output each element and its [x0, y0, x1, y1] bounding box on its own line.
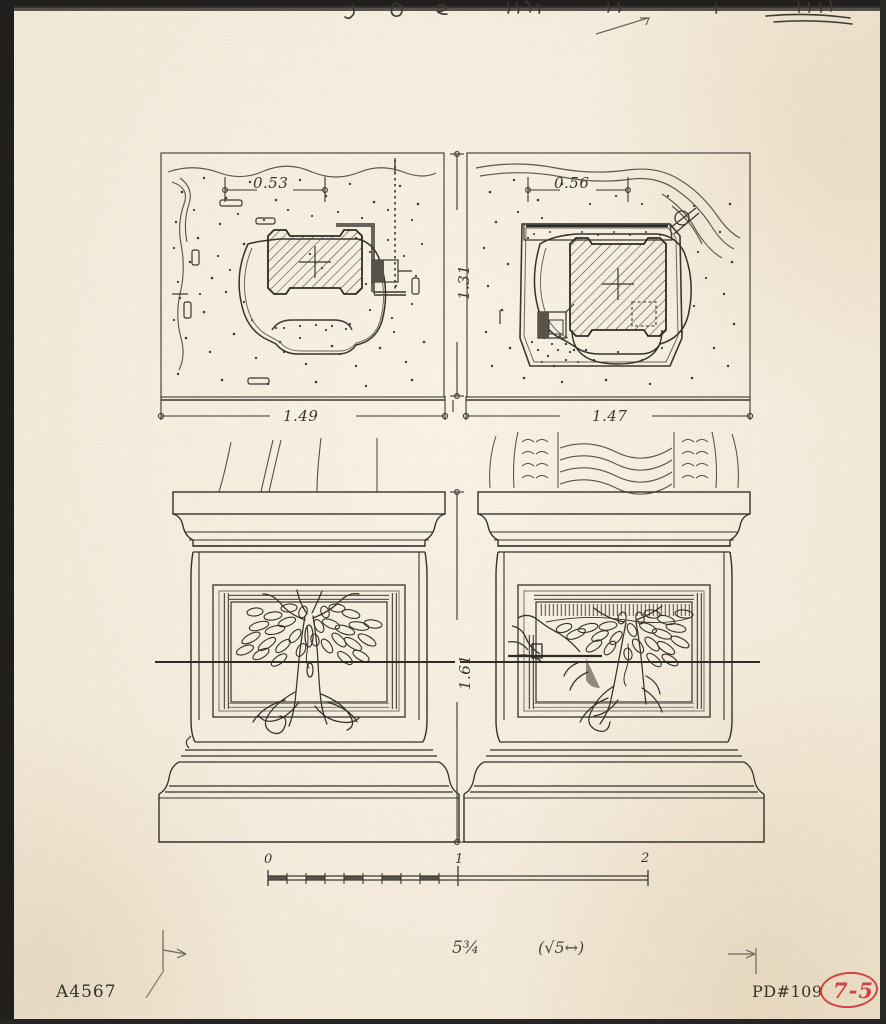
scale-tick-0: 0 [264, 852, 273, 867]
scan-edge-right [880, 0, 886, 1024]
catalog-number: A4567 [56, 982, 117, 1002]
plate-stamp-text: 7-5 [833, 978, 874, 1003]
elevations-height-dimension-label: 1.61 [456, 654, 474, 690]
elevation-left [155, 437, 460, 843]
scan-edge-top-inner [14, 6, 886, 11]
pencil-slash-mark [145, 969, 165, 999]
scale-tick-1: 1 [455, 852, 464, 867]
cropped-pencil-stroke-top-right [595, 17, 650, 35]
scale-bar [267, 866, 649, 886]
pencil-side-note: (√5↔) [538, 938, 585, 957]
scan-edge-left [0, 0, 14, 1024]
plan-right-top-dimension: 0.56 [554, 174, 590, 192]
elevations-height-dimension-line [450, 489, 464, 845]
registration-mark-right [728, 948, 757, 974]
plans-height-dimension-line [450, 151, 464, 399]
pencil-fraction-note: 5¾ [452, 938, 480, 958]
cropped-marginalia-top [344, 0, 853, 25]
scale-tick-2: 2 [641, 851, 650, 866]
elevation-right [460, 431, 765, 843]
registration-mark-left [162, 930, 187, 970]
plan-left-width-dimension: 1.49 [283, 407, 319, 425]
scan-edge-bottom [0, 1019, 886, 1024]
plan-right-width-dimension: 1.47 [592, 407, 628, 425]
plans-height-dimension-label: 1.31 [455, 264, 473, 300]
plan-left-top-dimension: 0.53 [253, 174, 289, 192]
plan-left [160, 152, 445, 398]
plans-width-dimension-lines [157, 396, 754, 420]
plate-stamp: 7-5 [818, 970, 880, 1010]
negative-number: PD#109 [752, 982, 823, 1001]
plan-right [466, 152, 751, 398]
